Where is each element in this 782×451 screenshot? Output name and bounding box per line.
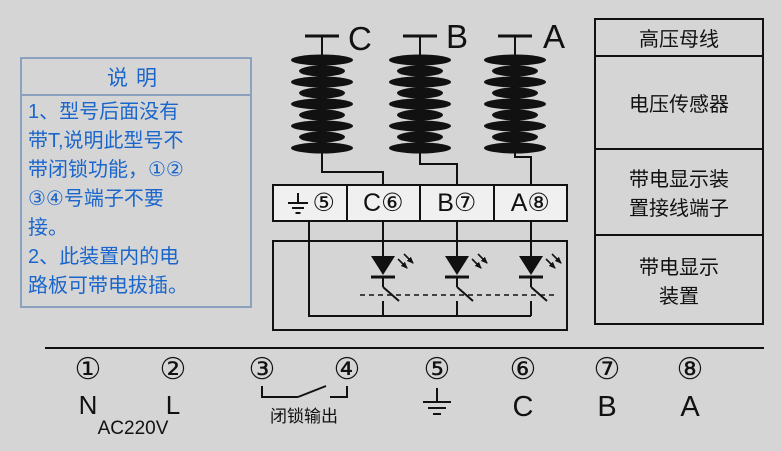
phase-c-terminal-label: C	[512, 391, 534, 423]
interlock-output-label: 闭锁输出	[270, 407, 338, 426]
phase-label-a: A	[543, 18, 566, 55]
terminal-number-1: ①	[74, 353, 102, 386]
terminal-number-5: ⑤	[423, 353, 451, 386]
interlock-contact-blade	[297, 385, 327, 398]
insulator-phase-c	[289, 34, 355, 155]
terminal-number-2: ②	[159, 353, 187, 386]
interlock-contact-right	[330, 386, 348, 398]
legend-row-display-device: 带电显示 装置	[594, 234, 764, 325]
terminal-cell-8: A⑧	[492, 186, 567, 220]
phase-label-c: C	[348, 20, 372, 57]
insulator-phase-b	[387, 34, 453, 155]
legend-row-hv-busbar: 高压母线	[594, 18, 764, 57]
notes-box: 说明 1、型号后面没有 带T,说明此型号不 带闭锁功能，①② ③④号端子不要 接…	[20, 57, 252, 308]
terminal-number-6: ⑥	[509, 353, 537, 386]
phase-b-terminal-label: B	[597, 391, 617, 423]
terminal-cell-5-number: ⑤	[312, 189, 335, 217]
wire-phase-b	[419, 152, 458, 186]
notes-title: 说明	[22, 59, 250, 96]
terminal-number-3: ③	[248, 353, 276, 386]
sensor-wires	[321, 152, 532, 186]
wire-phase-c	[321, 152, 384, 186]
terminal-cell-5: ⑤	[274, 186, 346, 220]
legend-panel: 高压母线 电压传感器 带电显示装 置接线端子 带电显示 装置	[594, 18, 764, 325]
phase-a-terminal-label: A	[680, 391, 700, 423]
wire-phase-a	[514, 152, 532, 186]
terminal-strip: ⑤ C⑥ B⑦ A⑧	[272, 184, 568, 222]
ac-voltage-label: AC220V	[97, 418, 169, 439]
insulator-phase-a	[482, 34, 548, 155]
ground-icon	[287, 192, 308, 214]
bottom-terminal-lines	[45, 347, 764, 415]
notes-body: 1、型号后面没有 带T,说明此型号不 带闭锁功能，①② ③④号端子不要 接。 2…	[28, 101, 188, 297]
terminal-cell-7: B⑦	[419, 186, 493, 220]
terminal-number-8: ⑧	[676, 353, 704, 386]
neutral-label: N	[78, 390, 98, 420]
ground-icon	[423, 388, 451, 415]
legend-row-voltage-sensor: 电压传感器	[594, 55, 764, 150]
interlock-contact-left	[261, 386, 298, 398]
indicator-box	[272, 240, 568, 331]
terminal-cell-6: C⑥	[345, 186, 420, 220]
legend-row-terminals: 带电显示装 置接线端子	[594, 148, 764, 236]
terminal-number-7: ⑦	[593, 353, 621, 386]
live-label: L	[165, 390, 181, 420]
phase-label-b: B	[446, 18, 469, 55]
terminal-number-4: ④	[333, 353, 361, 386]
